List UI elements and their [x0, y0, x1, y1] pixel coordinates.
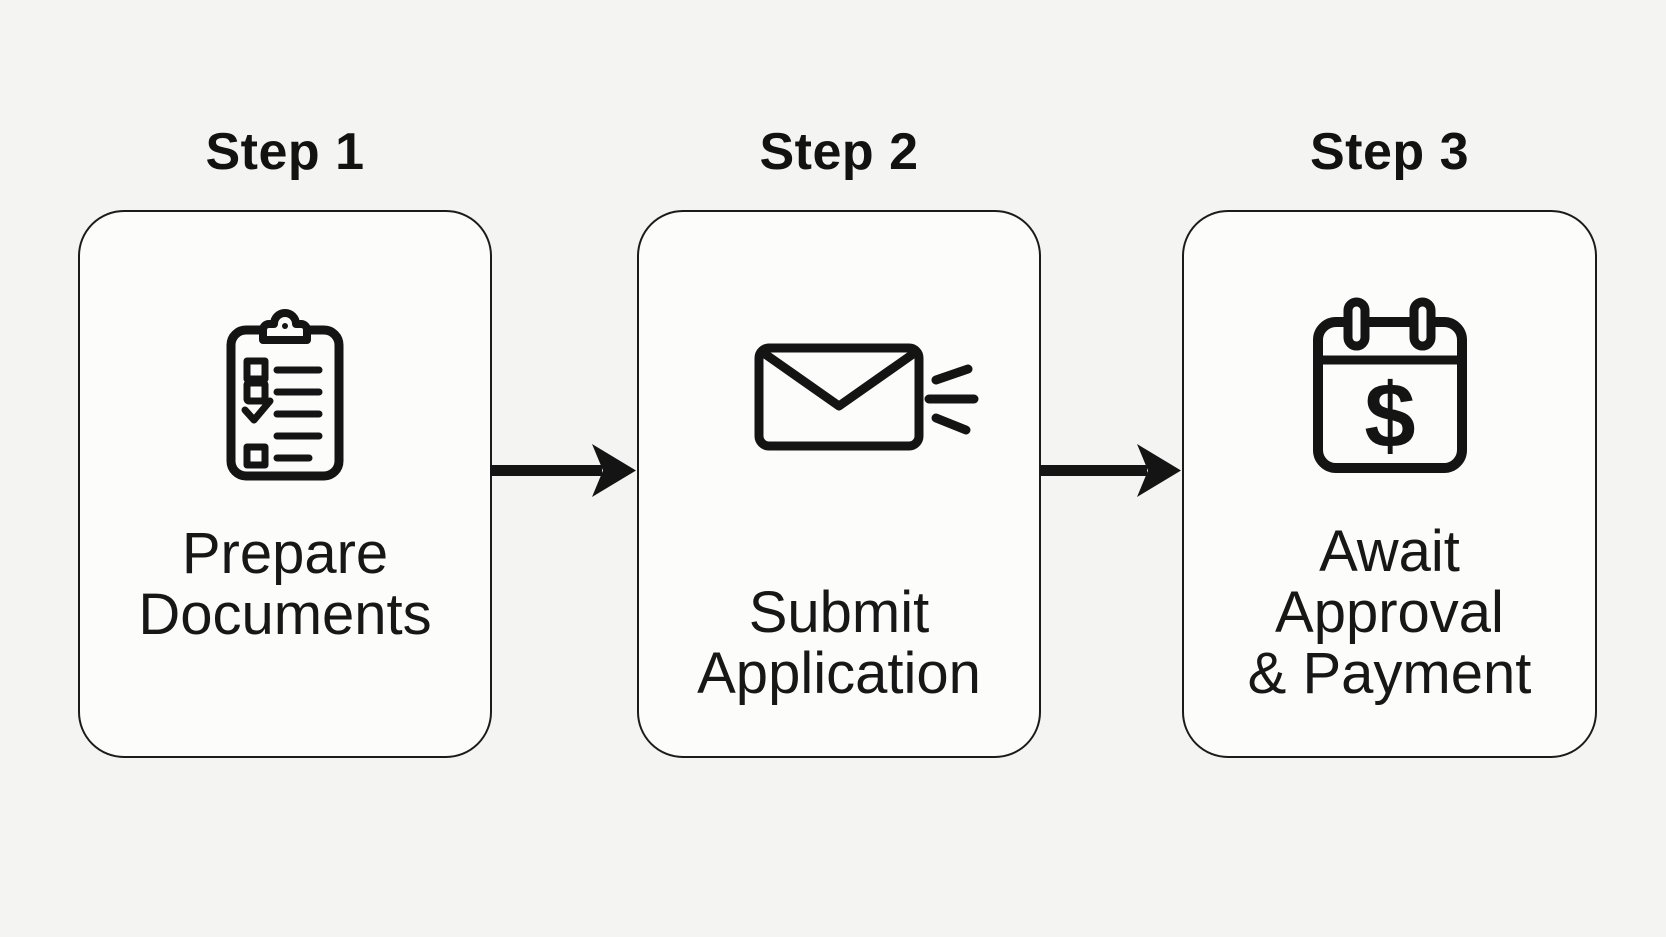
step-2-title: Submit Application	[639, 582, 1039, 704]
arrow-right-icon	[490, 438, 637, 507]
envelope-send-icon	[754, 343, 979, 451]
step-2-title-line: Submit	[748, 580, 930, 645]
step-1-box: Prepare Documents	[78, 210, 492, 758]
step-1-column: Step 1	[78, 123, 492, 758]
step-1-heading: Step 1	[205, 123, 365, 181]
step-2-title-line: Application	[697, 641, 981, 706]
step-1-title-line: Documents	[138, 582, 432, 647]
step-3-box: $ Await Approval & Payment	[1182, 210, 1597, 758]
step-3-heading: Step 3	[1309, 123, 1470, 181]
step-3-column: Step 3 $ Await Approval & Payment	[1182, 123, 1597, 758]
step-3-title-line: & Payment	[1247, 641, 1532, 706]
dollar-sign: $	[1364, 365, 1415, 467]
step-3-title: Await Approval & Payment	[1184, 521, 1595, 704]
arrow-right-icon	[1040, 438, 1182, 507]
step-2-column: Step 2 Submit Application	[637, 123, 1041, 758]
clipboard-checklist-icon	[221, 300, 349, 484]
step-3-title-line: Await	[1319, 519, 1460, 584]
step-3-title-line: Approval	[1275, 580, 1504, 645]
calendar-dollar-icon: $	[1310, 296, 1470, 476]
step-1-title-line: Prepare	[181, 521, 389, 586]
step-2-heading: Step 2	[759, 123, 919, 181]
step-2-box: Submit Application	[637, 210, 1041, 758]
step-1-title: Prepare Documents	[80, 523, 490, 645]
